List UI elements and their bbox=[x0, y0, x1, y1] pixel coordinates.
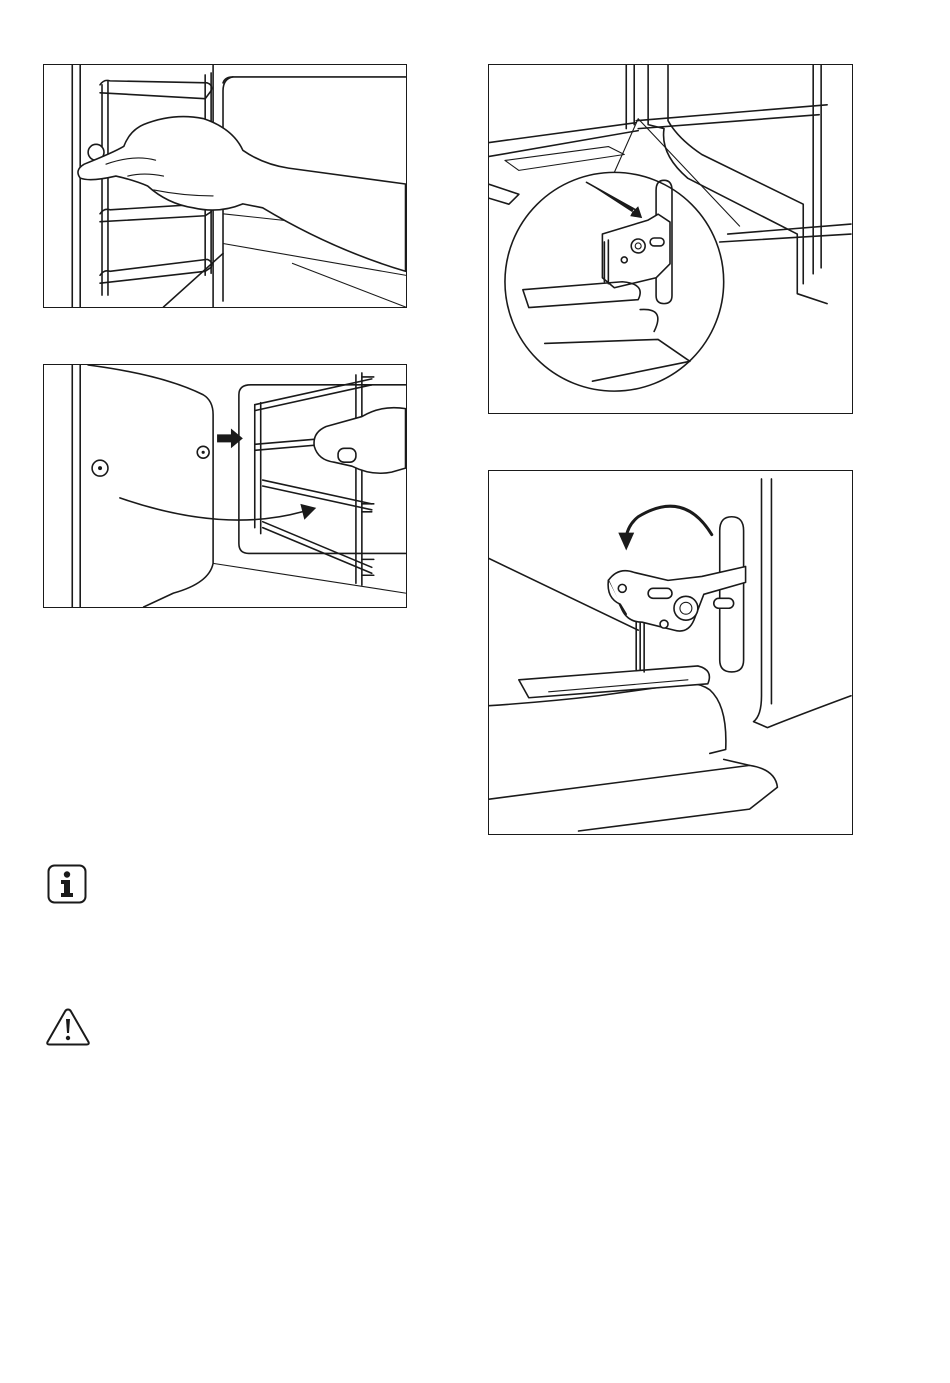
oven-shelf-support-installation-illustration bbox=[44, 365, 406, 607]
oven-door-hinge-rotate-illustration bbox=[489, 471, 852, 834]
oven-shelf-support-removal-illustration bbox=[44, 65, 406, 307]
oven-door-hinge-lever-illustration bbox=[489, 65, 852, 413]
info-icon bbox=[47, 864, 87, 904]
figure-door-hinge-rotate bbox=[488, 470, 853, 835]
warning-triangle-icon bbox=[45, 1007, 91, 1047]
figure-install-shelf-support bbox=[43, 364, 407, 608]
figure-remove-shelf-support bbox=[43, 64, 407, 308]
figure-door-hinge-lever bbox=[488, 64, 853, 414]
